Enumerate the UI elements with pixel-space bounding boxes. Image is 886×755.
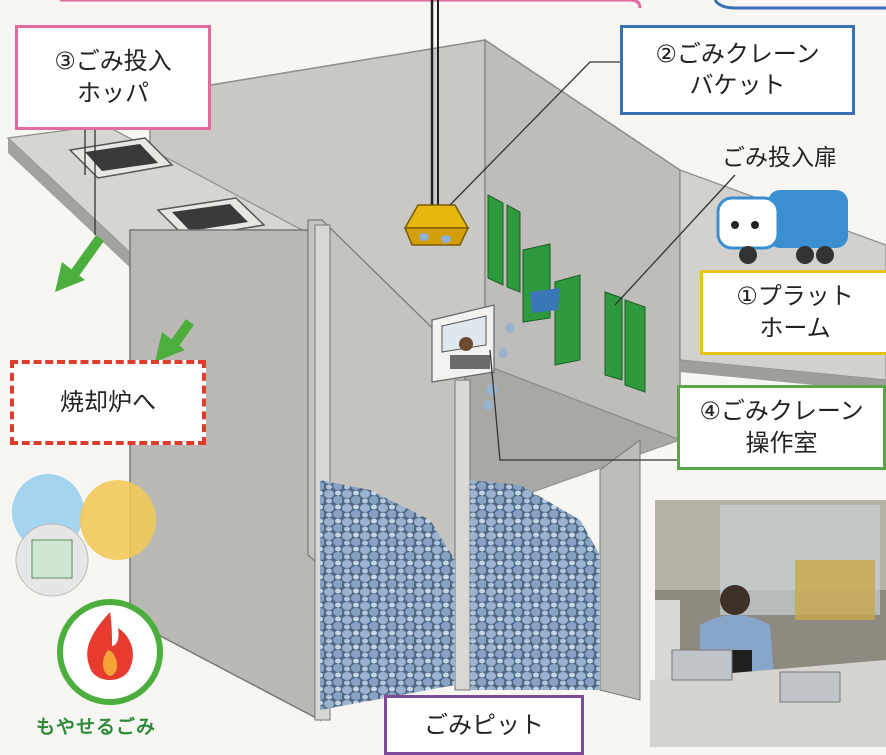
falling-garbage-2 — [498, 348, 508, 358]
label-crane-bucket: ②ごみクレーン バケット — [620, 25, 855, 115]
control-room-photo — [650, 500, 886, 747]
dump-truck-bin — [530, 288, 560, 313]
green-door-2 — [506, 204, 521, 293]
garbage-bags-icon — [12, 474, 156, 597]
garbage-truck-icon — [716, 190, 848, 264]
falling-garbage-3 — [486, 384, 498, 396]
green-door-5 — [624, 299, 646, 393]
hopper-2-grate — [172, 204, 248, 231]
top-blue-box-edge — [713, 0, 886, 10]
green-door-1 — [487, 194, 504, 286]
garbage-pile-left — [320, 480, 455, 710]
pit-right-wall — [599, 439, 641, 701]
flame-icon — [57, 599, 163, 705]
label-garbage-pit: ごみピット — [384, 695, 584, 755]
leader-door — [614, 174, 736, 306]
green-door-4 — [604, 291, 623, 381]
pit-right-edge — [454, 379, 471, 691]
label-waste-door: ごみ投入扉 — [722, 145, 837, 171]
leader-control — [489, 349, 677, 461]
garbage-pile-right — [470, 480, 600, 690]
falling-garbage-1 — [505, 323, 515, 333]
falling-garbage-4 — [483, 400, 493, 410]
label-platform: ①プラット ホーム — [700, 270, 886, 355]
leader-bucket — [449, 61, 620, 206]
crane-bucket — [403, 204, 470, 246]
burnable-caption: もやせるごみ — [36, 716, 157, 738]
platform-front — [680, 360, 886, 392]
arrow-to-incinerator-2 — [155, 319, 195, 362]
hopper-1-grate — [85, 144, 158, 171]
label-to-incinerator: 焼却炉へ — [10, 360, 206, 445]
top-pink-box-edge — [60, 0, 642, 9]
label-hopper: ③ごみ投入 ホッパ — [15, 25, 211, 130]
green-door-3 — [554, 274, 581, 366]
arrow-to-incinerator-1 — [55, 235, 105, 292]
operator-figure — [459, 337, 473, 351]
control-room-window — [441, 315, 487, 353]
label-crane-control-room: ④ごみクレーン 操作室 — [677, 385, 886, 470]
operator-desk — [450, 355, 490, 369]
